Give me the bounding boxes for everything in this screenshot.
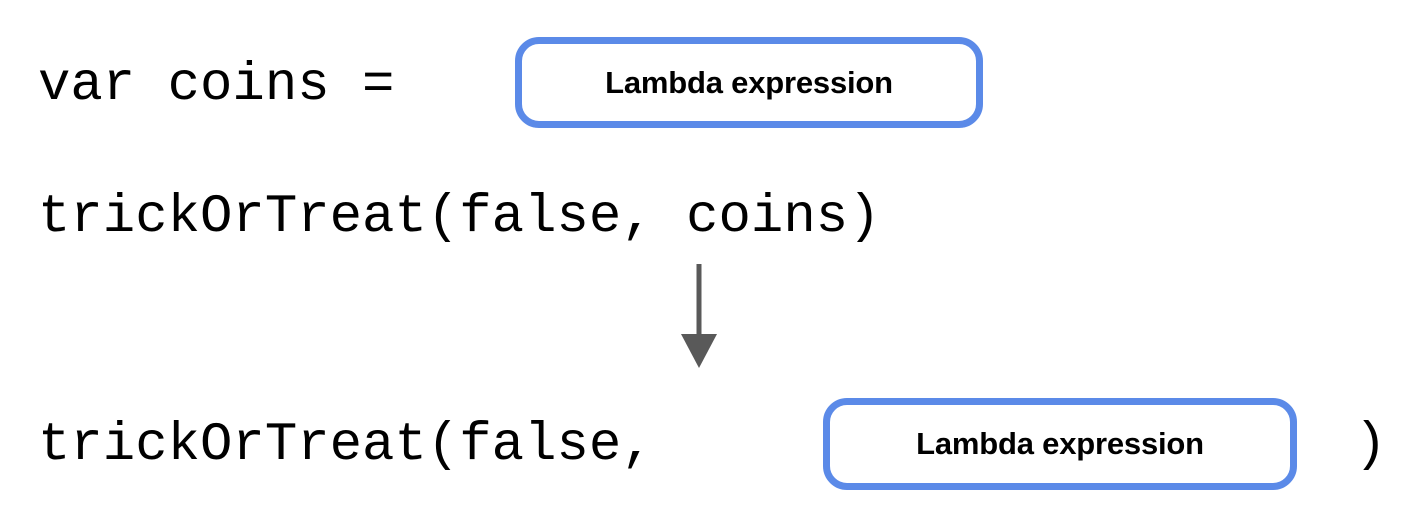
code-line-3-suffix-wrapper: ): [1322, 410, 1387, 482]
arrow-head: [681, 334, 717, 368]
code-line-3-suffix: ): [1322, 415, 1387, 476]
arrow-down-svg: [681, 264, 717, 368]
lambda-expression-badge-top[interactable]: Lambda expression: [515, 37, 983, 128]
lambda-badge-label: Lambda expression: [916, 426, 1204, 461]
code-line-2-text: trickOrTreat(false, coins): [38, 187, 881, 248]
code-line-3-prefix: trickOrTreat(false,: [38, 415, 687, 476]
lambda-expression-badge-bottom[interactable]: Lambda expression: [823, 398, 1297, 490]
code-line-call-with-trailing-lambda: trickOrTreat(false,: [38, 410, 686, 482]
lambda-badge-label: Lambda expression: [605, 64, 893, 100]
code-line-declaration: var coins =: [38, 50, 427, 122]
arrow-down-icon: [652, 258, 748, 376]
code-line-1-prefix: var coins =: [38, 55, 427, 116]
code-line-call-with-variable: trickOrTreat(false, coins): [38, 182, 881, 254]
